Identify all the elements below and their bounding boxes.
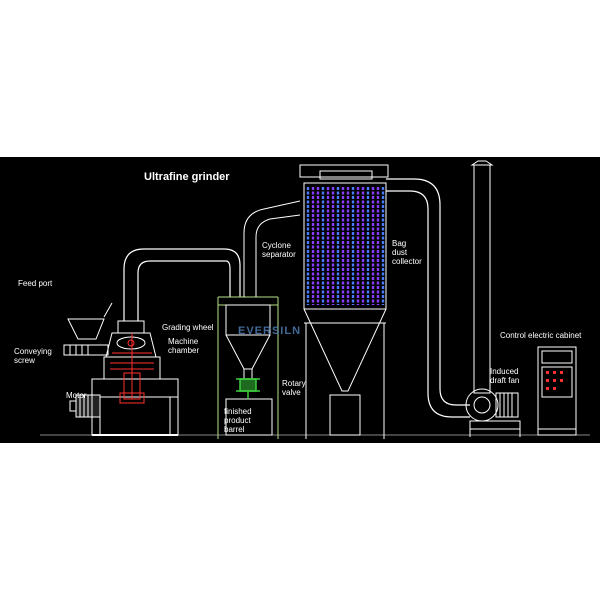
label-induced-draft-fan: Induced draft fan xyxy=(490,367,520,385)
finished-product-barrel-body xyxy=(225,398,273,436)
label-finished-product-barrel: finished product barrel xyxy=(224,407,252,434)
mill-internal-parts xyxy=(110,333,154,404)
label-feed-port: Feed port xyxy=(18,279,53,288)
filter-bags xyxy=(306,187,385,305)
label-cyclone-separator: Cyclone separator xyxy=(262,241,296,259)
mill-outlet-pipe xyxy=(123,248,241,321)
induced-draft-fan xyxy=(465,160,521,437)
bag-dust-collector xyxy=(299,164,470,439)
mill-base-frame xyxy=(91,378,179,436)
control-electric-cabinet xyxy=(537,346,577,436)
watermark: EVERSILN xyxy=(238,325,302,337)
diagram-title: Ultrafine grinder xyxy=(144,171,230,183)
cabinet-indicators xyxy=(546,371,563,390)
cyclone-separator xyxy=(225,200,301,436)
ultrafine-grinder-system-diagram xyxy=(40,160,590,439)
label-rotary-valve: Rotary valve xyxy=(282,379,306,397)
label-grading-wheel: Grading wheel xyxy=(162,323,214,332)
feed-hopper xyxy=(67,318,105,340)
label-control-electric-cabinet: Control electric cabinet xyxy=(500,331,582,340)
mill-assembly xyxy=(63,248,241,436)
label-bag-dust-collector: Bag dust collector xyxy=(392,239,422,266)
label-motor: Motor xyxy=(66,391,87,400)
rotary-valve xyxy=(236,378,260,399)
label-machine-chamber: Machine chamber xyxy=(168,337,200,355)
conveying-screw xyxy=(63,344,109,356)
diagram-canvas: Ultrafine grinder EVERSILN Feed port Con… xyxy=(0,157,600,443)
label-conveying-screw: Conveying screw xyxy=(14,347,52,365)
grading-wheel xyxy=(116,336,146,350)
